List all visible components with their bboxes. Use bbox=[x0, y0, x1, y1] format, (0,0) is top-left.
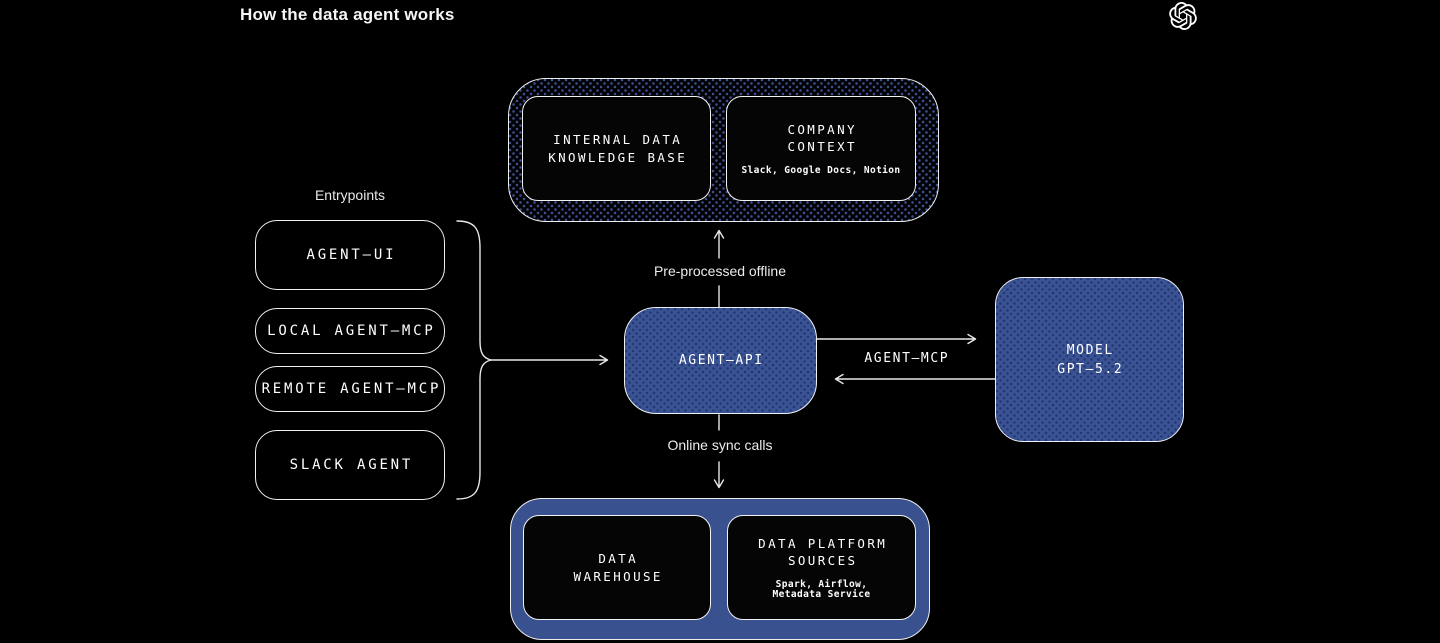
box-subtitle-line1: Spark, Airflow, bbox=[775, 578, 868, 590]
data-platform-sources-box: DATA PLATFORM SOURCES Spark, Airflow, Me… bbox=[727, 515, 916, 620]
box-title-line2: WAREHOUSE bbox=[573, 568, 663, 584]
entrypoint-agent-ui: AGENT–UI bbox=[255, 220, 445, 290]
entrypoint-slack-agent: SLACK AGENT bbox=[255, 430, 445, 500]
entrypoints-bracket bbox=[456, 220, 492, 500]
data-group-container: DATA WAREHOUSE DATA PLATFORM SOURCES Spa… bbox=[510, 498, 930, 640]
arrow-entrypoints-to-agent-api bbox=[490, 354, 609, 366]
model-gpt-box: MODEL GPT–5.2 bbox=[995, 277, 1184, 442]
pre-processed-offline-label: Pre-processed offline bbox=[653, 263, 787, 279]
box-subtitle: Slack, Google Docs, Notion bbox=[741, 164, 901, 176]
agent-mcp-label: AGENT–MCP bbox=[864, 351, 950, 366]
page-title: How the data agent works bbox=[240, 5, 455, 24]
agent-api-box: AGENT–API bbox=[624, 307, 817, 414]
openai-logo-icon bbox=[1169, 2, 1197, 30]
entrypoint-label: SLACK AGENT bbox=[289, 457, 414, 473]
internal-data-knowledge-base-box: INTERNAL DATA KNOWLEDGE BASE bbox=[522, 96, 711, 201]
entrypoint-label: REMOTE AGENT–MCP bbox=[261, 381, 442, 397]
box-title-line1: INTERNAL DATA bbox=[553, 132, 683, 147]
model-label-line1: MODEL bbox=[1066, 342, 1114, 358]
entrypoint-local-agent-mcp: LOCAL AGENT–MCP bbox=[255, 308, 445, 354]
box-title-line2: KNOWLEDGE BASE bbox=[548, 149, 688, 165]
company-context-box: COMPANY CONTEXT Slack, Google Docs, Noti… bbox=[726, 96, 916, 201]
arrow-model-to-agent-api bbox=[834, 373, 996, 385]
entrypoint-label: LOCAL AGENT–MCP bbox=[267, 323, 436, 339]
model-label-line2: GPT–5.2 bbox=[1057, 361, 1124, 377]
agent-api-label: AGENT–API bbox=[678, 353, 764, 368]
box-title-line1: DATA PLATFORM bbox=[758, 535, 888, 551]
box-title-line1: COMPANY bbox=[787, 121, 857, 137]
entrypoints-label: Entrypoints bbox=[314, 187, 386, 203]
data-warehouse-box: DATA WAREHOUSE bbox=[523, 515, 711, 620]
arrow-to-data-platform bbox=[713, 461, 725, 489]
box-title-line2: CONTEXT bbox=[787, 139, 857, 155]
box-title-line2: SOURCES bbox=[787, 553, 858, 568]
box-subtitle-line2: Metadata Service bbox=[772, 589, 871, 600]
box-title-line1: DATA bbox=[598, 551, 639, 566]
knowledge-group-container: INTERNAL DATA KNOWLEDGE BASE COMPANY CON… bbox=[508, 78, 939, 222]
arrow-agent-api-to-model bbox=[816, 333, 977, 345]
entrypoint-remote-agent-mcp: REMOTE AGENT–MCP bbox=[255, 366, 445, 412]
arrow-to-knowledge-base bbox=[713, 229, 725, 259]
online-sync-calls-label: Online sync calls bbox=[667, 437, 773, 453]
entrypoint-label: AGENT–UI bbox=[306, 247, 397, 263]
